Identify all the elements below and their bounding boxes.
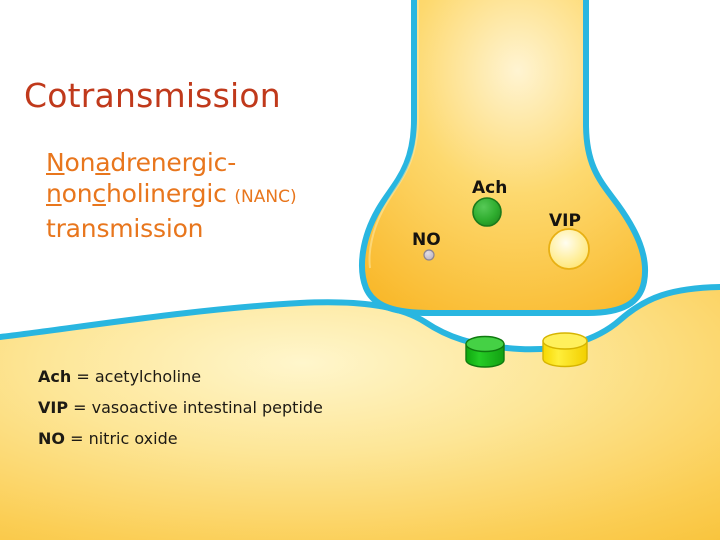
- legend-abbr-vip: VIP: [38, 398, 69, 417]
- legend-row-no: NO = nitric oxide: [38, 429, 178, 448]
- legend-abbr-no: NO: [38, 429, 65, 448]
- ach-vesicle-label: Ach: [472, 178, 508, 198]
- legend-row-ach: Ach = acetylcholine: [38, 367, 201, 386]
- nanc-letter-a: a: [95, 148, 111, 177]
- vip-vesicle-label: VIP: [549, 211, 581, 231]
- nanc-letter-n2: n: [46, 179, 62, 208]
- legend-full-ach: acetylcholine: [94, 367, 202, 386]
- receptor-vip: [542, 332, 588, 368]
- subtitle-line-2: noncholinergic: [46, 179, 227, 208]
- legend-eq-ach: =: [76, 367, 90, 386]
- vip-vesicle-circle: [548, 228, 590, 270]
- legend-full-vip: vasoactive intestinal peptide: [91, 398, 323, 417]
- postsynaptic-cell: [0, 284, 720, 540]
- terminal-membrane: [359, 0, 648, 316]
- legend-abbr-ach: Ach: [38, 367, 72, 386]
- vesicle-no: [423, 249, 435, 261]
- nanc-acronym: (NANC): [234, 187, 297, 207]
- no-vesicle-label: NO: [412, 230, 441, 250]
- vip-receptor-top: [542, 332, 588, 350]
- no-molecule-dot: [423, 249, 435, 261]
- vesicle-vip: [548, 228, 590, 270]
- terminal-fill: [362, 0, 645, 313]
- receptor-ach: [465, 335, 505, 368]
- legend-full-no: nitric oxide: [88, 429, 178, 448]
- legend-eq-vip: =: [73, 398, 87, 417]
- subtitle: Nonadrenergic- noncholinergic (NANC) tra…: [46, 147, 376, 244]
- ach-receptor-top: [465, 335, 505, 353]
- presynaptic-terminal: [359, 0, 648, 316]
- subtitle-line-3: transmission: [46, 214, 204, 243]
- nanc-letter-c: c: [92, 179, 106, 208]
- nanc-letter-n1: N: [46, 148, 65, 177]
- postsynaptic-membrane: [0, 284, 720, 353]
- ach-vesicle-circle: [472, 197, 502, 227]
- vesicle-ach: [472, 197, 502, 227]
- legend-row-vip: VIP = vasoactive intestinal peptide: [38, 398, 323, 417]
- page-title: Cotransmission: [24, 76, 281, 115]
- subtitle-line-1: Nonadrenergic-: [46, 148, 237, 177]
- terminal-highlight: [368, 0, 419, 269]
- legend-eq-no: =: [70, 429, 84, 448]
